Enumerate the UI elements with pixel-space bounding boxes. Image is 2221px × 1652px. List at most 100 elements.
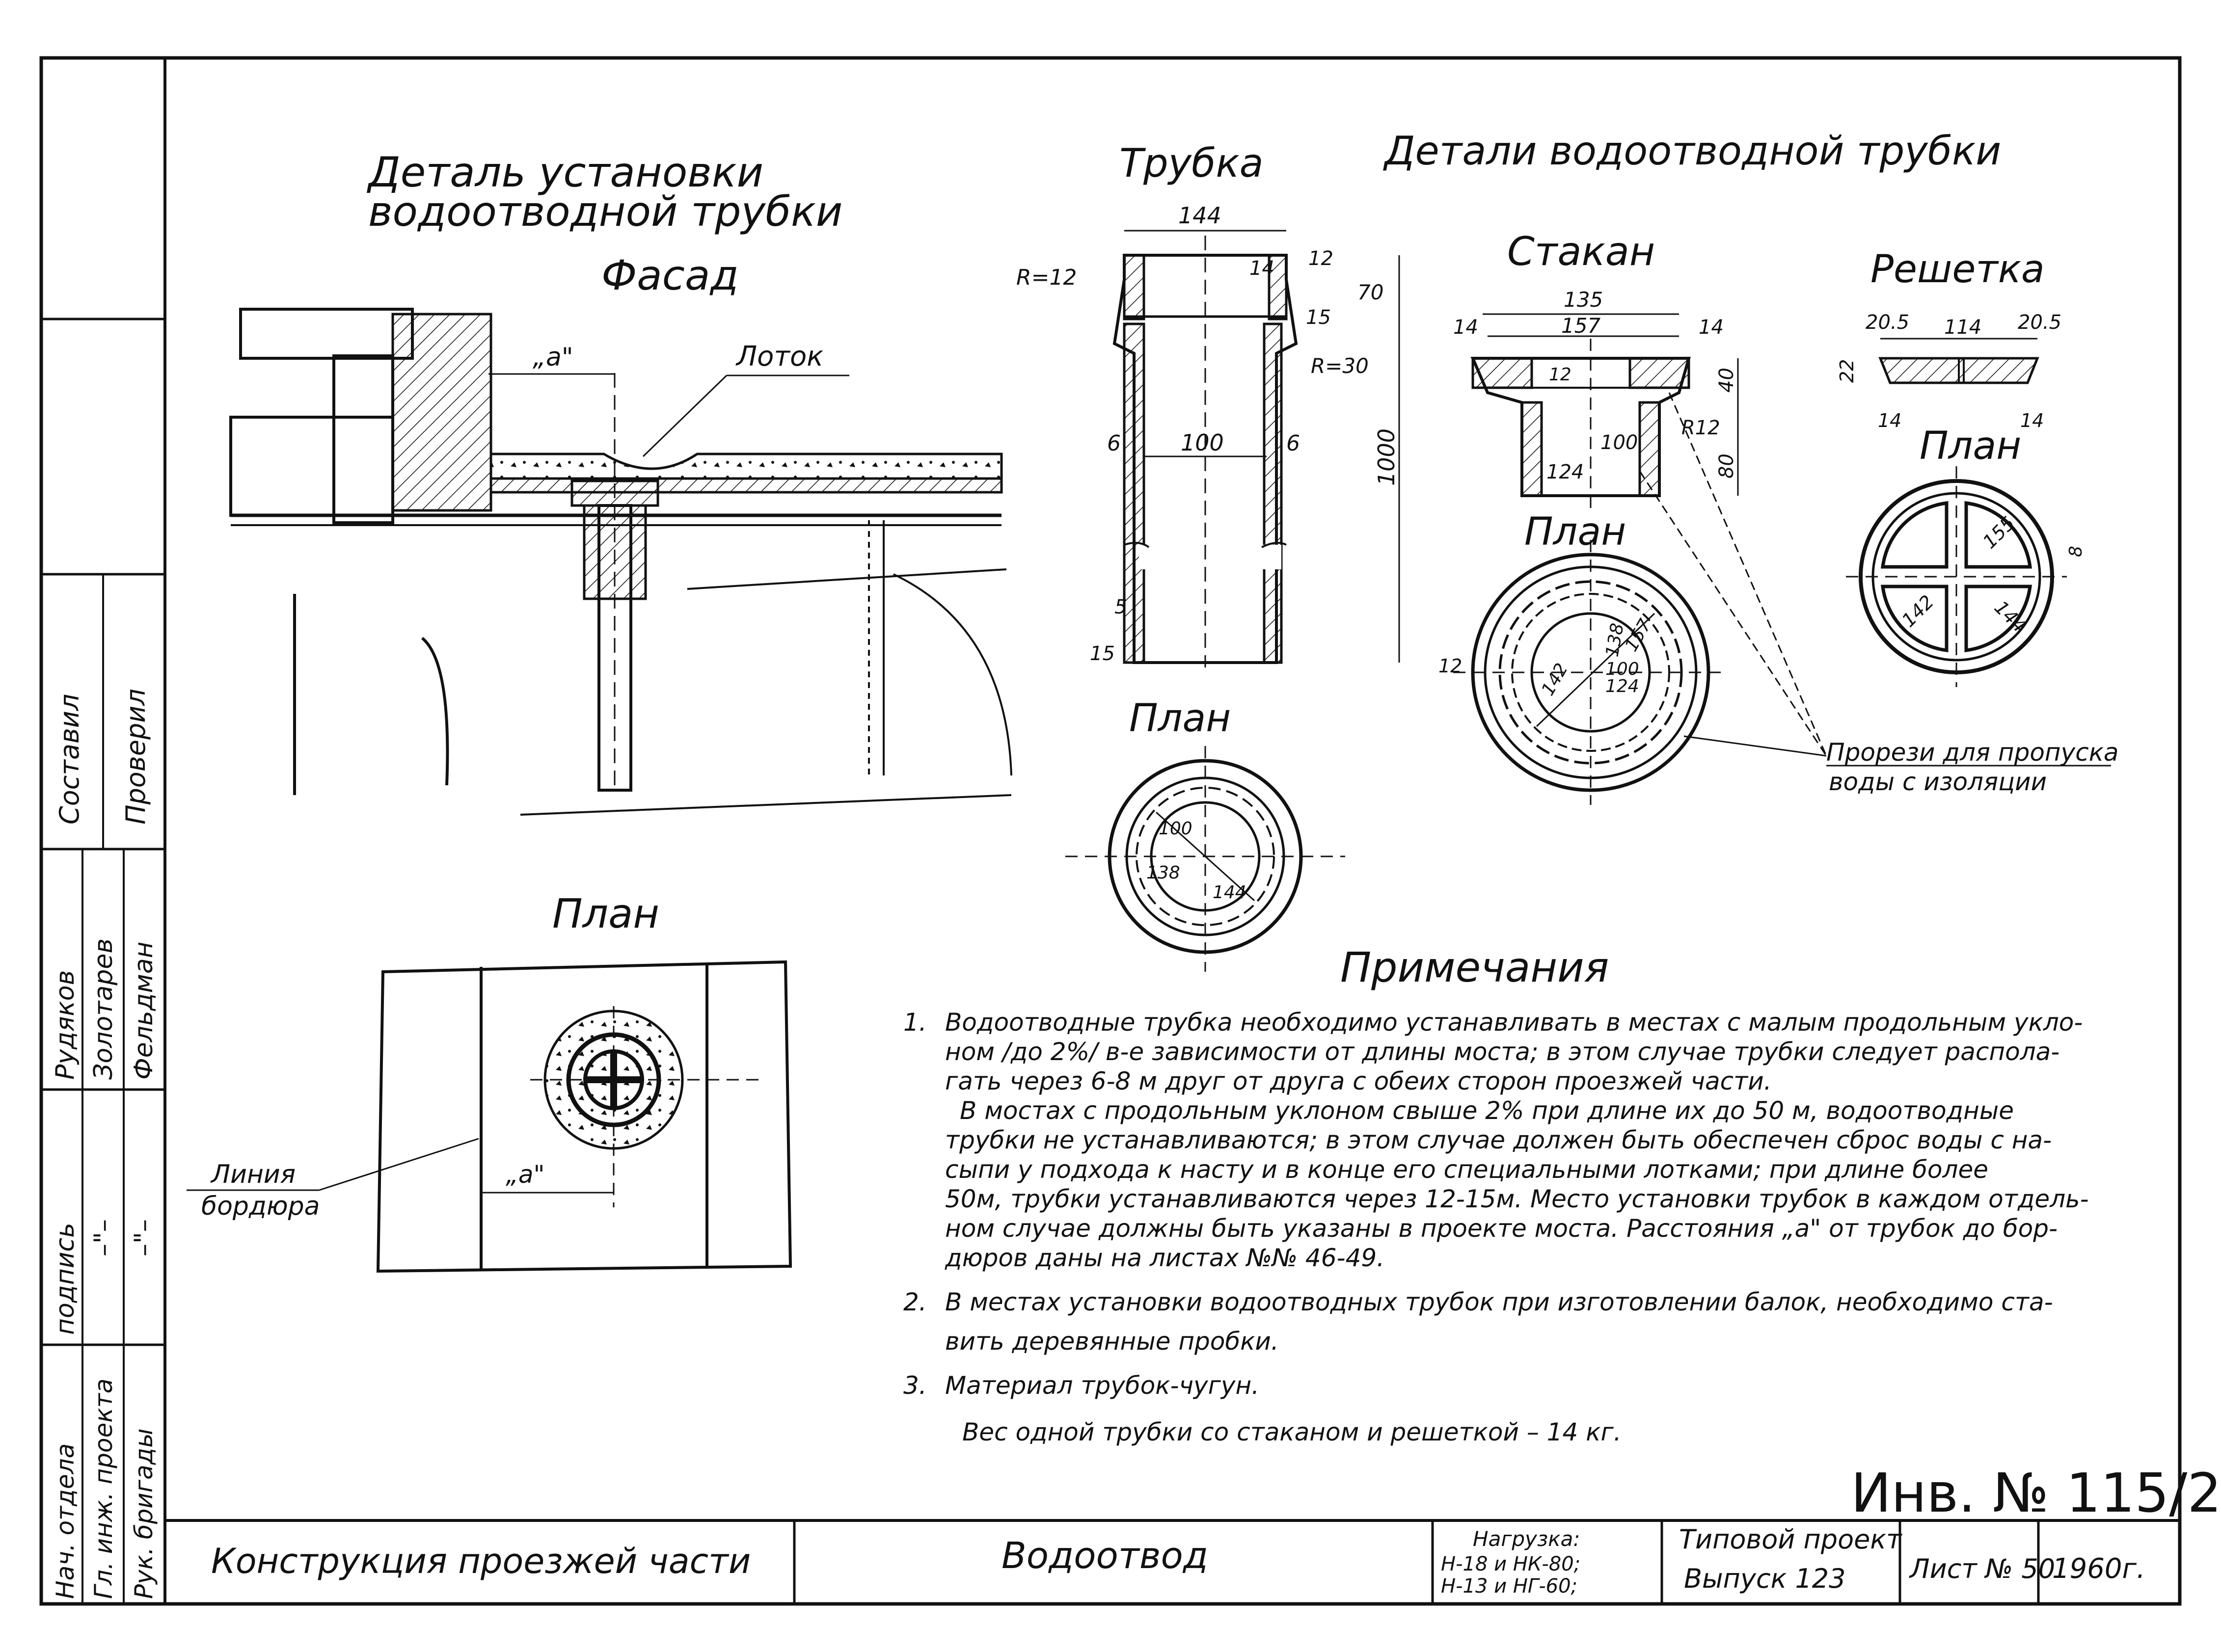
title-plan-grate: План [1920,424,2021,468]
tube-dim-r30: R=30 [1311,354,1369,378]
stamp-checked: Проверил [120,689,151,825]
plan-a-label: „а" [506,1160,545,1189]
tube-dim-5: 5 [1114,596,1127,618]
tb-type-project: Типовой проект [1679,1524,1902,1555]
tb-sheet: Лист № 50 [1909,1553,2055,1584]
note-1-line: ном /до 2%/ в-е зависимости от длины мос… [945,1038,2059,1066]
note-3-weight: Вес одной трубки со стаканом и решеткой … [962,1418,1622,1446]
tube-dim-6r: 6 [1286,431,1300,456]
tube-dim-1000: 1000 [1373,428,1400,486]
tube-plan-dim-144: 144 [1213,882,1246,903]
glass-section-view: 135 157 14 14 12 40 100 R12 124 80 [1453,288,1739,510]
tb-issue: Выпуск 123 [1684,1563,1845,1594]
title-grate: Решетка [1870,247,2045,292]
glass-plan-dim-12: 12 [1438,655,1462,677]
grate-plan-view: План 155 8 142 144 [1846,424,2086,687]
tube-dim-14: 14 [1249,257,1274,280]
stamp-signature: подпись [51,1223,80,1335]
grate-dim-20-5r: 20.5 [2018,311,2061,334]
glass-dim-14l: 14 [1453,316,1478,339]
note-2-number: 2. [903,1288,927,1316]
note-1-line: В мостах с продольным уклоном свыше 2% п… [960,1096,2014,1125]
grate-dim-14l: 14 [1878,410,1901,431]
tb-load-1: Нагрузка: [1473,1527,1580,1551]
glass-plan-dim-142: 142 [1538,660,1572,699]
curb-line-label-2: бордюра [201,1192,320,1221]
glass-dim-80: 80 [1715,453,1738,479]
title-plan-bottom: План [552,891,659,937]
tube-dim-6l: 6 [1107,431,1121,456]
inventory-number: Инв. № 115/2-62 [1851,1462,2221,1524]
note-1-line: Водоотводные трубка необходимо устанавли… [945,1008,2083,1037]
glass-dim-14r: 14 [1699,316,1724,339]
glass-plan-view: План 12 138 157 142 100 124 Прорези для … [1438,392,2119,805]
note-1-line: ном случае должны быть указаны в проекте… [945,1214,2058,1243]
glass-plan-dim-157: 157 [1621,615,1655,655]
title-facade: Фасад [601,251,739,299]
glass-dim-12: 12 [1549,365,1571,385]
grate-plan-dim-155: 155 [1978,512,2019,553]
title-detail-line2: водоотводной трубки [368,187,842,236]
note-1-line: сыпи у подхода к насту и в конце его спе… [945,1155,1988,1184]
notes-block: Примечания 1. Водоотводные трубка необхо… [903,943,2089,1446]
note-1-line: трубки не устанавливаются; в этом случае… [945,1126,2052,1154]
side-stamp: Составил Проверил Рудяков Золотарев Фель… [51,689,159,1599]
stamp-head-dept: Нач. отдела [51,1443,80,1599]
facade-view: „а" Лоток [229,308,1012,816]
title-block: Конструкция проезжей части Водоотвод Наг… [211,1524,2145,1598]
note-1-number: 1. [903,1008,927,1037]
note-2-line: вить деревянные пробки. [945,1327,1279,1356]
tube-plan-view: План 100 138 144 [1065,696,1345,972]
glass-dim-40: 40 [1715,368,1738,393]
tube-plan-dim-138: 138 [1146,863,1180,883]
title-plan-tube: План [1129,696,1231,741]
tube-dim-r12: R=12 [1016,265,1077,290]
glass-dim-100: 100 [1600,431,1638,454]
tube-dim-12: 12 [1308,247,1333,270]
tube-dim-15: 15 [1306,306,1331,329]
note-3-number: 3. [903,1371,927,1400]
glass-dim-124: 124 [1546,461,1584,483]
tube-dim-100: 100 [1181,429,1224,456]
tube-dim-15b: 15 [1090,642,1115,665]
note-1-line: 50м, трубки устанавливаются через 12-15м… [945,1185,2089,1213]
grate-section-view: 20.5 114 20.5 22 14 14 [1836,311,2061,431]
title-detail-line1: Деталь установки [366,148,763,196]
grate-dim-20-5l: 20.5 [1866,311,1909,334]
tube-dim-144: 144 [1178,202,1221,229]
tube-section-view: 144 R=12 14 12 70 15 R=30 100 6 6 1000 5… [1016,202,1400,667]
grate-plan-dim-142: 142 [1897,591,1938,631]
title-tube-details: Детали водоотводной трубки [1383,128,2001,174]
title-plan-glass: План [1524,510,1626,554]
note-3-line: Материал трубок-чугун. [945,1371,1259,1400]
slots-label-1: Прорези для пропуска [1826,738,2119,767]
stamp-ditto-2: –"– [129,1219,159,1256]
tb-load-2: Н-18 и НК-80; [1441,1553,1580,1575]
bottom-plan-view: План „а" Линия бордюра [187,891,792,1273]
glass-plan-dim-124: 124 [1605,676,1639,696]
stamp-zolotarev: Золотарев [89,938,118,1080]
stamp-chief-eng: Гл. инж. проекта [89,1379,118,1599]
tb-subject: Водоотвод [1002,1535,1208,1577]
grate-dim-114: 114 [1944,316,1981,339]
tb-construction: Конструкция проезжей части [211,1541,751,1581]
tube-plan-dim-100: 100 [1159,819,1192,839]
grate-dim-22: 22 [1836,359,1858,383]
curb-line-label-1: Линия [210,1160,296,1189]
glass-dim-135: 135 [1564,288,1603,312]
stamp-feldman: Фельдман [129,941,159,1080]
title-tube: Трубка [1119,140,1264,186]
sheet-frame [39,56,2182,1606]
stamp-rudyakov: Рудяков [51,970,80,1080]
tray-label: Лоток [735,341,823,373]
facade-a-label: „а" [533,343,573,372]
glass-plan-dim-100: 100 [1605,659,1639,679]
grate-plan-dim-8: 8 [2066,546,2086,557]
glass-dim-157: 157 [1561,314,1600,338]
note-1-line: гать через 6-8 м друг от друга с обеих с… [945,1067,1772,1095]
note-1-line: дюров даны на листах №№ 46-49. [945,1244,1384,1272]
slots-label-2: воды с изоляции [1829,768,2047,796]
stamp-ditto-1: –"– [89,1219,118,1256]
title-glass: Стакан [1507,229,1655,274]
